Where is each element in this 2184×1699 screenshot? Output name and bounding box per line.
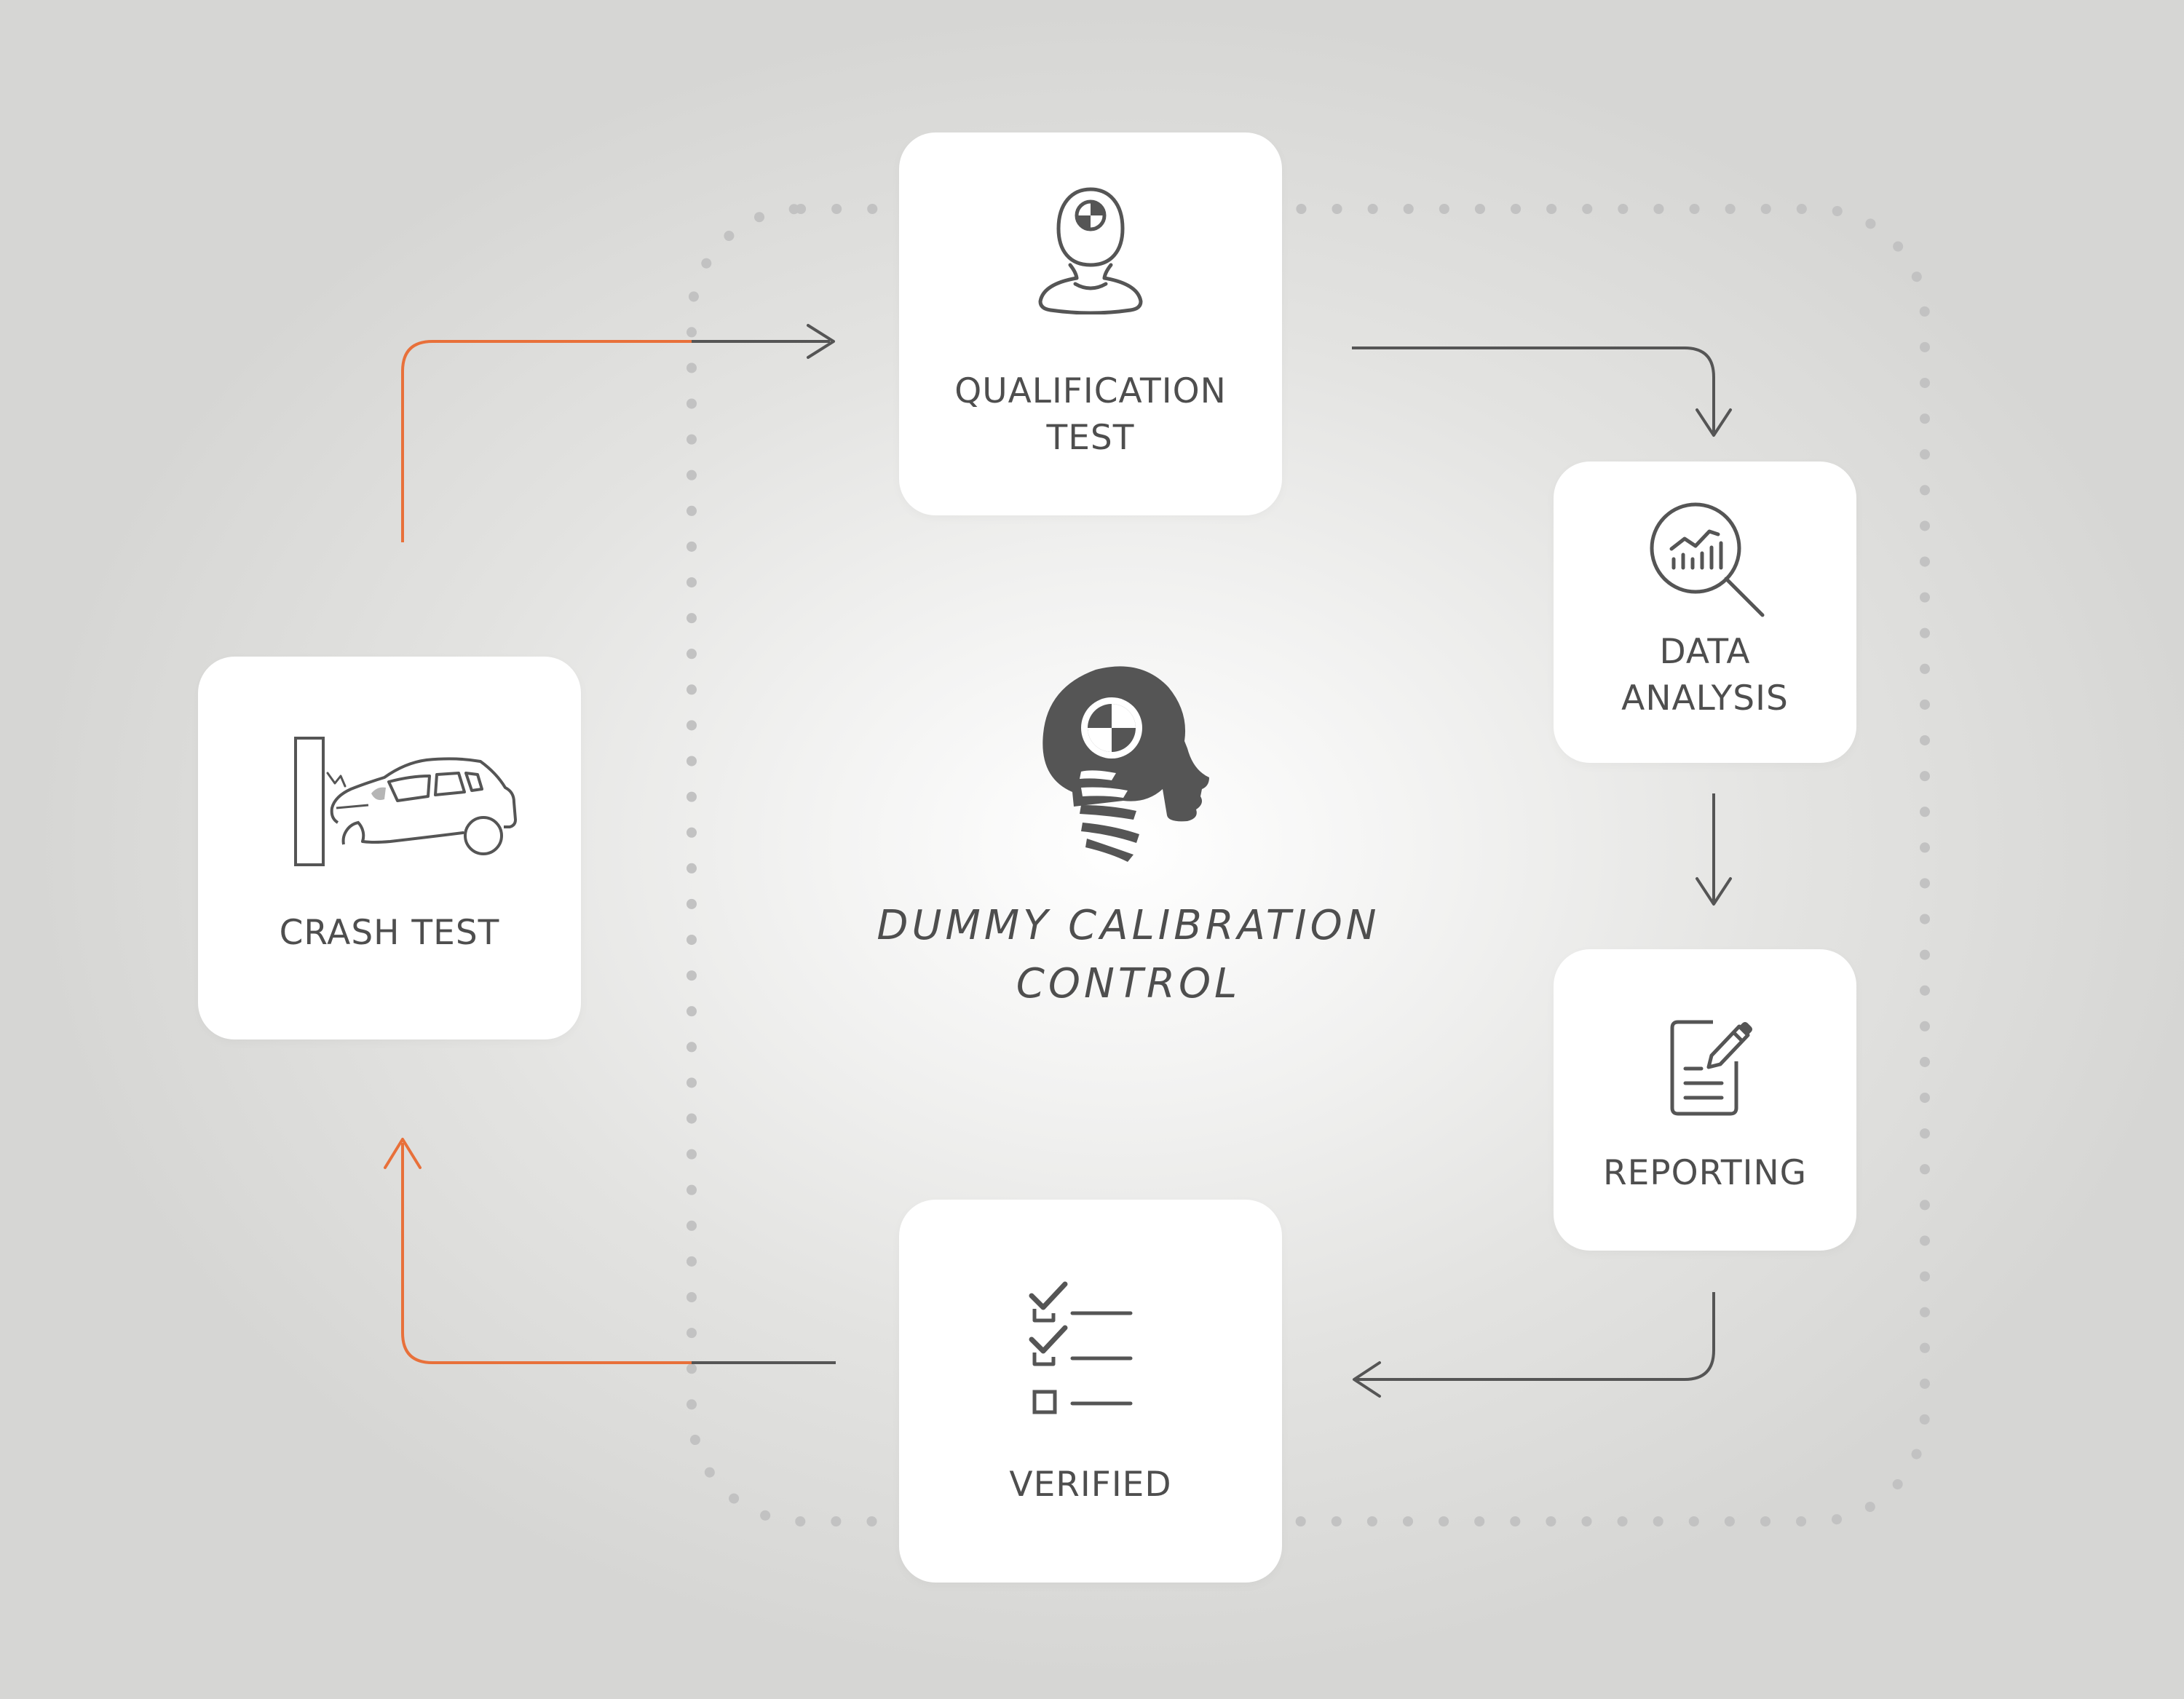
qualification-test-label-line2: TEST: [1046, 418, 1135, 458]
arrowhead-to-verified: [1353, 1361, 1381, 1398]
document-pencil-icon: [1670, 1020, 1752, 1116]
crash-test-label: CRASH TEST: [198, 910, 581, 957]
verified-label-line1: VERIFIED: [1009, 1465, 1172, 1505]
checklist-icon: [1029, 1281, 1133, 1414]
data-analysis-label-line2: ANALYSIS: [1621, 678, 1789, 718]
data-analysis-label: DATA ANALYSIS: [1554, 629, 1856, 722]
dotted-ring: [687, 204, 1930, 1526]
chart-magnifier-icon: [1650, 502, 1765, 617]
qualification-test-label-line1: QUALIFICATION: [954, 371, 1227, 411]
crash-dummy-bust-icon: [1038, 187, 1143, 314]
center-title-line1: DUMMY CALIBRATION: [877, 902, 1380, 949]
reporting-label-line1: REPORTING: [1602, 1153, 1808, 1193]
arrowhead-to-crash: [384, 1138, 422, 1169]
center-title: DUMMY CALIBRATION CONTROL: [728, 897, 1529, 1013]
crash-test-label-line1: CRASH TEST: [279, 913, 500, 953]
arrow-qualification-to-analysis: [1352, 346, 1715, 432]
arrowhead-to-qualification: [807, 324, 835, 359]
car-crash-icon: [294, 737, 517, 866]
qualification-test-label: QUALIFICATION TEST: [899, 368, 1282, 462]
reporting-label: REPORTING: [1554, 1150, 1856, 1197]
data-analysis-label-line1: DATA: [1659, 632, 1751, 672]
arrowhead-to-analysis: [1696, 408, 1732, 437]
data-analysis-card: DATA ANALYSIS: [1554, 462, 1856, 763]
crash-test-card: CRASH TEST: [198, 657, 581, 1039]
center-title-line2: CONTROL: [1016, 960, 1241, 1007]
arrowhead-to-reporting: [1696, 877, 1732, 906]
reporting-card: REPORTING: [1554, 949, 1856, 1251]
crash-dummy-head-icon: [1042, 666, 1209, 862]
verified-card: VERIFIED: [899, 1200, 1282, 1583]
qualification-test-card: QUALIFICATION TEST: [899, 132, 1282, 515]
arrow-verified-to-crash-orange: [401, 1143, 692, 1364]
arrow-reporting-to-verified: [1356, 1292, 1715, 1381]
arrow-crash-to-qualification-orange: [401, 340, 692, 542]
verified-label: VERIFIED: [899, 1462, 1282, 1508]
